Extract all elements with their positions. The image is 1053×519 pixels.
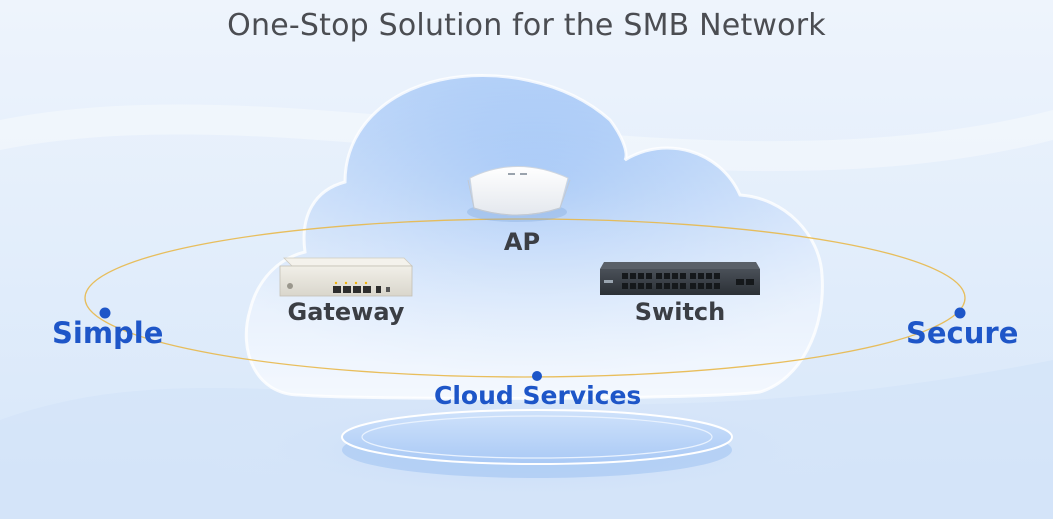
- page-title: One-Stop Solution for the SMB Network: [227, 8, 826, 43]
- feature-label-cloud-services: Cloud Services: [434, 381, 642, 410]
- switch-device-icon: [600, 262, 760, 295]
- orbit-dot-secure: [954, 307, 966, 319]
- device-label-gateway: Gateway: [287, 298, 405, 326]
- platform-disc-icon: [341, 409, 733, 478]
- feature-label-secure: Secure: [906, 316, 1019, 350]
- access-point-icon: [467, 166, 571, 222]
- device-label-ap: AP: [503, 228, 541, 256]
- orbit-dot-simple: [99, 307, 111, 319]
- device-label-switch: Switch: [634, 298, 726, 326]
- feature-label-simple: Simple: [52, 316, 164, 350]
- gateway-device-icon: [279, 257, 413, 297]
- orbit-dot-cloud: [532, 371, 542, 381]
- orbit-ring: [84, 218, 966, 378]
- cloud-icon: [244, 74, 824, 400]
